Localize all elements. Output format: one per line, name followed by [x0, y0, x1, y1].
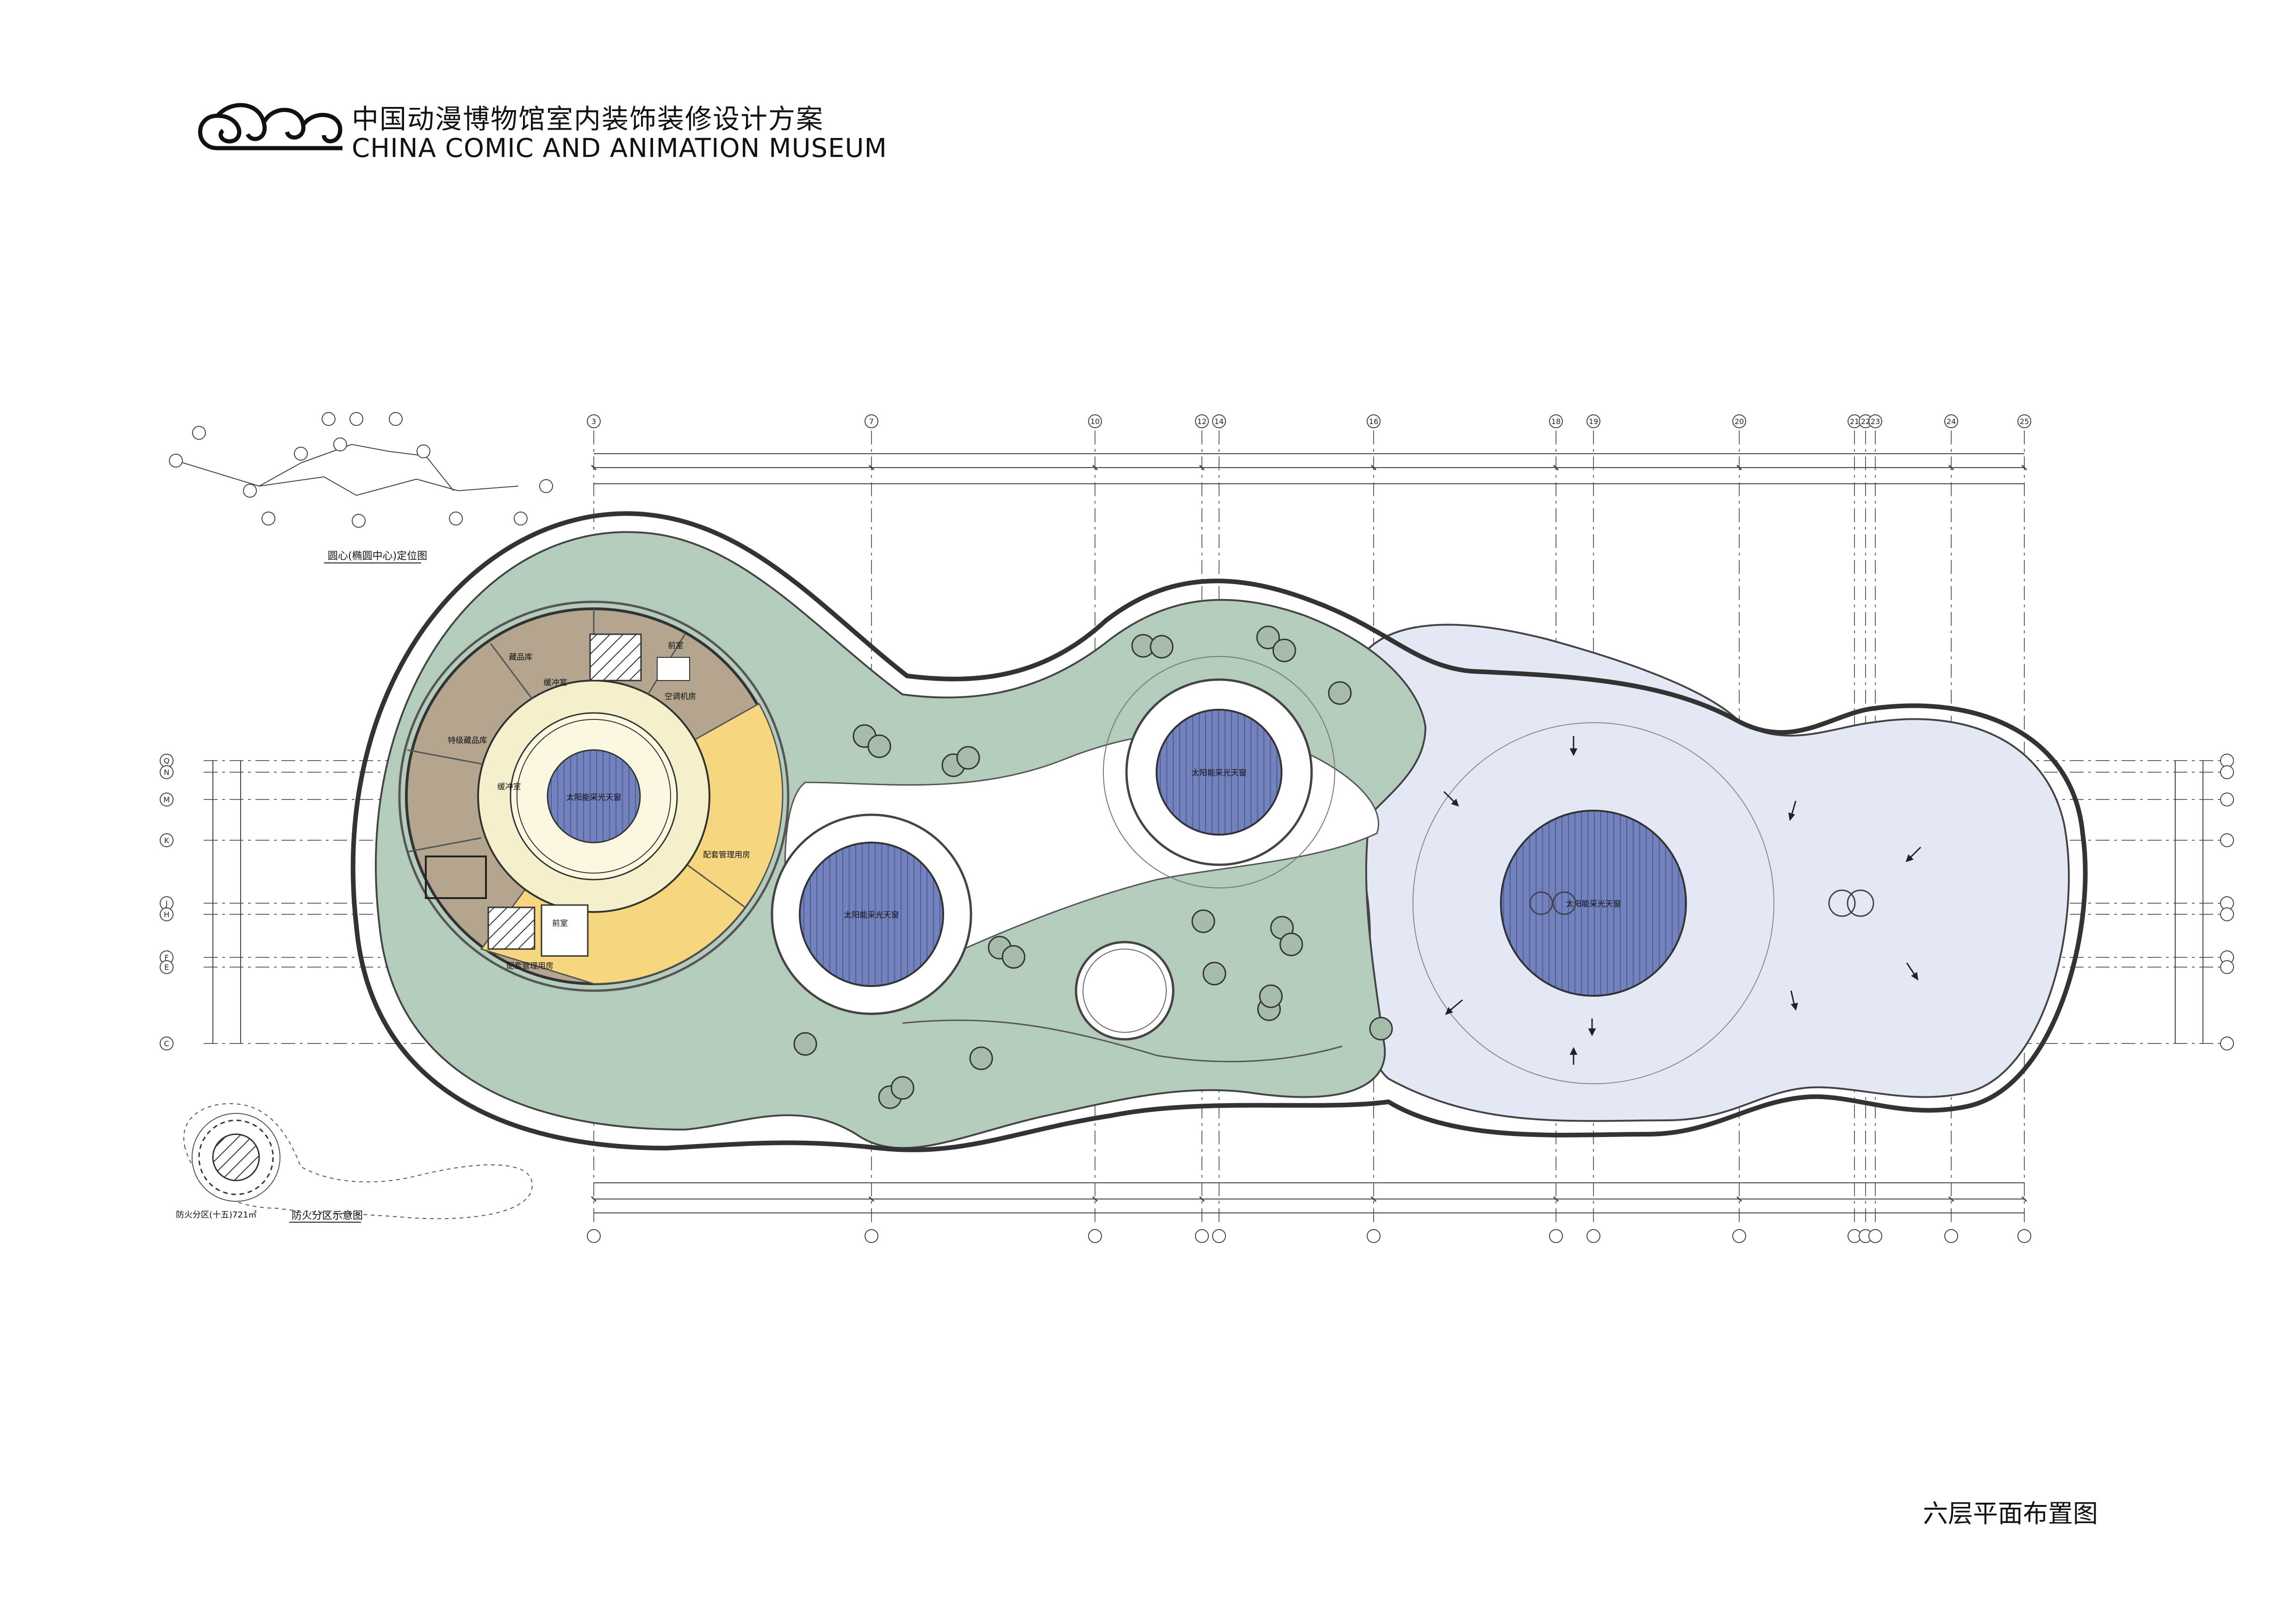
header: 中国动漫博物馆室内装饰装修设计方案 CHINA COMIC AND ANIMAT…	[204, 93, 887, 176]
project-title-en: CHINA COMIC AND ANIMATION MUSEUM	[352, 133, 887, 163]
axis-label: 12	[1197, 417, 1207, 426]
west-drum	[398, 600, 790, 992]
axis-label: J	[165, 899, 168, 908]
roof-terrace-east	[1356, 624, 2070, 1122]
roof-drains	[1529, 889, 1874, 917]
room-label-storage: 藏品库	[509, 653, 533, 662]
key-plan-caption: 圆心(椭圆中心)定位图	[328, 550, 427, 562]
axis-label: K	[164, 836, 169, 845]
room-label-buffer: 缓冲室	[544, 678, 567, 687]
axis-label: 22	[1861, 417, 1870, 426]
lift-core	[541, 904, 589, 957]
axis-label: H	[164, 910, 169, 919]
skylight-east	[1500, 810, 1687, 997]
axis-bubbles-bottom	[587, 1229, 2031, 1243]
fire-zone-area-note: 防火分区(十五)721㎡	[176, 1210, 256, 1220]
axis-label: 20	[1735, 417, 1744, 426]
sheet-title: 六层平面布置图	[1923, 1499, 2098, 1528]
room-label-front-room-2: 前室	[552, 919, 568, 928]
axis-label: 10	[1090, 417, 1100, 426]
key-plan-diagram	[169, 412, 553, 528]
room-label-support-mgmt-2: 配套管理用房	[506, 962, 554, 971]
stair-south	[487, 906, 535, 950]
axis-label: 24	[1947, 417, 1956, 426]
axis-label: 19	[1589, 417, 1598, 426]
cloud-logo	[198, 103, 342, 150]
axis-label: 7	[869, 417, 874, 426]
vault-room	[425, 856, 487, 899]
axis-label: F	[164, 953, 168, 962]
axis-label: 14	[1214, 417, 1224, 426]
axis-label: 3	[591, 417, 596, 426]
dimension-lines	[212, 453, 2203, 1213]
axis-bubbles-top	[587, 414, 2031, 428]
axis-label: 25	[2020, 417, 2029, 426]
walkway-branch	[902, 1019, 1343, 1062]
skylight-north	[1156, 709, 1282, 836]
fire-zone-caption: 防火分区示意图	[292, 1210, 363, 1222]
axis-label: 16	[1369, 417, 1378, 426]
axis-label: 18	[1551, 417, 1561, 426]
axis-bubbles-left	[160, 754, 174, 1050]
axis-label: Q	[164, 756, 170, 765]
tree-group	[793, 625, 1393, 1109]
axis-label: N	[164, 768, 169, 777]
room-label-hvac: 空调机房	[665, 692, 696, 701]
axis-bubbles-right	[2220, 754, 2234, 1050]
axis-label: C	[164, 1039, 169, 1048]
axis-label: 21	[1850, 417, 1859, 426]
room-label-support-mgmt: 配套管理用房	[703, 850, 750, 860]
dimension-ticks	[591, 464, 2028, 1202]
room-label-front-room: 前室	[668, 641, 684, 650]
skylight-label: 太阳能采光天窗	[1192, 768, 1247, 778]
courtyard-south	[1075, 941, 1175, 1041]
project-title-cn: 中国动漫博物馆室内装饰装修设计方案	[352, 103, 824, 135]
room-label-special-storage: 特级藏品库	[448, 736, 487, 745]
skylight-label: 太阳能采光天窗	[566, 793, 622, 802]
axis-label: M	[163, 795, 170, 804]
outer-parapet	[350, 511, 2088, 1152]
stair-north	[589, 633, 642, 681]
skylight-label: 太阳能采光天窗	[844, 911, 899, 920]
axis-label: E	[164, 963, 169, 972]
room-label-buffer-2: 缓冲室	[498, 782, 521, 792]
slope-arrows	[1443, 736, 1922, 1065]
skylight-west	[799, 842, 944, 987]
fire-zone-diagram	[183, 1103, 533, 1219]
axis-label: 23	[1871, 417, 1880, 426]
skylight-label: 太阳能采光天窗	[1566, 899, 1621, 909]
